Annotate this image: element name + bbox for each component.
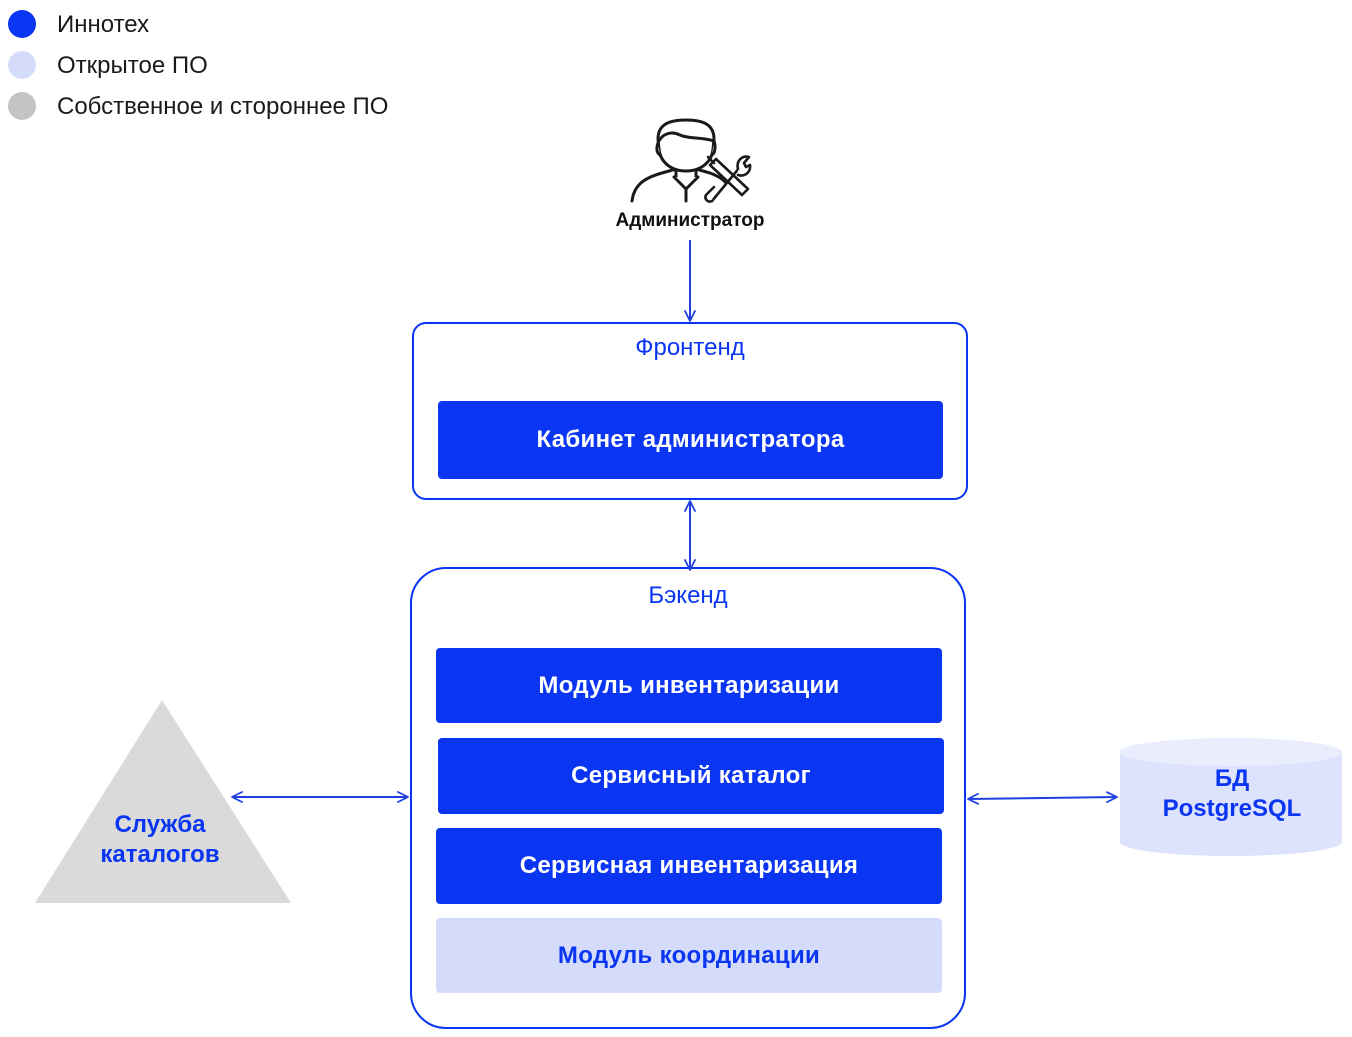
backend-title: Бэкенд xyxy=(648,582,728,609)
catalog-service-triangle xyxy=(35,700,291,903)
frontend-container: Фронтенд Кабинет администратора xyxy=(412,322,968,500)
service-catalog-module[interactable]: Сервисный каталог xyxy=(438,738,944,814)
catalog-service-label: Служба каталогов xyxy=(40,810,280,870)
legend-dot-icon xyxy=(8,51,36,79)
legend-dot-icon xyxy=(8,92,36,120)
arrow-backend-db xyxy=(967,791,1118,805)
backend-container: Бэкенд Модуль инвентаризации Сервисный к… xyxy=(410,567,966,1029)
catalog-service-label-line2: каталогов xyxy=(100,841,220,868)
coordination-module[interactable]: Модуль координации xyxy=(436,918,942,993)
service-inventory-module[interactable]: Сервисная инвентаризация xyxy=(436,828,942,904)
admin-with-tools-icon xyxy=(630,118,752,203)
legend-dot-icon xyxy=(8,10,36,38)
db-label-line2: PostgreSQL xyxy=(1162,795,1302,822)
admin-cabinet-module[interactable]: Кабинет администратора xyxy=(438,401,943,479)
legend-label: Собственное и стороннее ПО xyxy=(57,93,389,120)
administrator-label: Администратор xyxy=(615,210,765,231)
legend-label: Иннотех xyxy=(57,11,150,38)
postgresql-db-label: БД PostgreSQL xyxy=(1120,764,1344,824)
frontend-title: Фронтенд xyxy=(635,334,745,361)
inventory-module[interactable]: Модуль инвентаризации xyxy=(436,648,942,723)
db-label-line1: БД xyxy=(1214,765,1250,792)
legend-label: Открытое ПО xyxy=(57,52,208,79)
catalog-service-label-line1: Служба xyxy=(114,811,206,838)
